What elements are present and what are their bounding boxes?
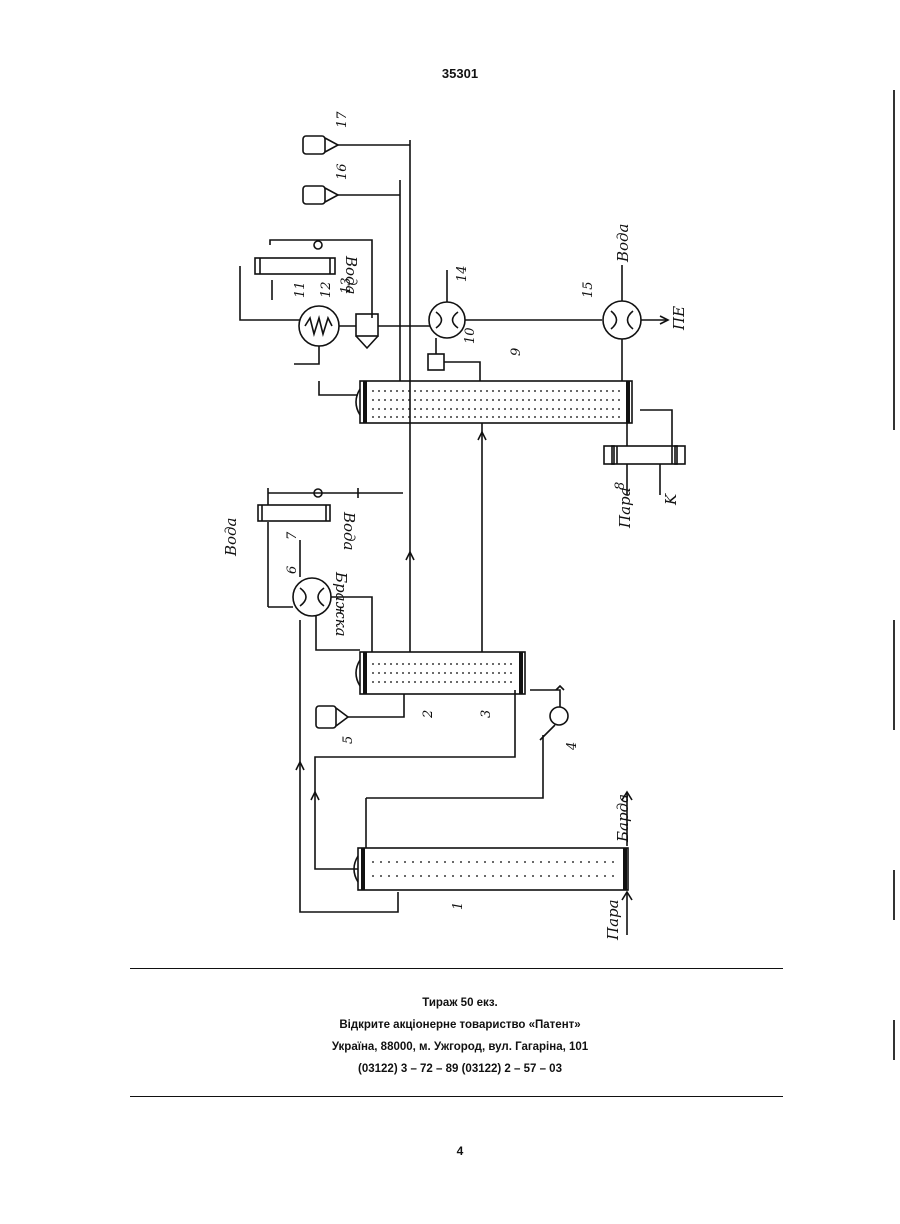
imprint-block: Тираж 50 екз. Відкрите акціонерне товари… (0, 992, 900, 1080)
label-15: 15 (581, 281, 596, 298)
label-k: K (662, 493, 680, 506)
label-steam-bottom: Пара (604, 899, 622, 941)
page-number: 4 (0, 1144, 900, 1158)
separator-13 (356, 314, 430, 348)
label-3: 3 (479, 710, 494, 718)
label-water-right: Вода (614, 223, 632, 263)
label-2: 2 (421, 710, 436, 719)
tank-5 (316, 694, 404, 728)
phones-text: (03122) 3 – 72 – 89 (03122) 2 – 57 – 03 (0, 1058, 900, 1080)
label-10: 10 (463, 327, 478, 344)
margin-mark (893, 90, 895, 430)
stream-labels: Пара Барда Вода Вода Бражка Вода Вода ПЕ… (222, 223, 688, 941)
label-7: 7 (285, 531, 300, 540)
top-divider (130, 968, 783, 969)
label-9: 9 (509, 348, 524, 356)
column-2 (356, 652, 525, 694)
label-water-top: Вода (342, 255, 360, 295)
bottom-divider (130, 1096, 783, 1097)
label-12: 12 (319, 281, 334, 298)
column-1 (354, 848, 628, 890)
label-6: 6 (285, 566, 300, 574)
label-brew: Бражка (332, 571, 350, 637)
label-stillage: Барда (614, 794, 632, 843)
heat-exchanger-15 (603, 265, 668, 381)
tank-17 (303, 136, 410, 154)
label-4: 4 (565, 742, 580, 751)
margin-mark (893, 1020, 895, 1060)
label-steam-right: Пара (616, 487, 634, 529)
label-water-left-out: Вода (340, 511, 358, 551)
label-17: 17 (335, 111, 350, 128)
label-1: 1 (451, 902, 466, 910)
label-11: 11 (293, 281, 308, 298)
label-water-left: Вода (222, 517, 240, 557)
label-product: ПЕ (670, 306, 688, 331)
column-9 (356, 381, 632, 423)
condenser-11 (294, 306, 358, 395)
margin-mark (893, 870, 895, 920)
tank-16 (303, 186, 400, 204)
label-16: 16 (335, 163, 350, 180)
label-14: 14 (455, 265, 470, 282)
component-labels: 1 2 3 4 5 6 7 8 9 10 11 12 13 14 15 16 1… (285, 111, 628, 910)
circulation-text: Тираж 50 екз. (0, 992, 900, 1014)
condenser-7 (258, 488, 403, 521)
margin-mark (893, 620, 895, 730)
company-text: Відкрите акціонерне товариство «Патент» (0, 1014, 900, 1036)
label-5: 5 (341, 736, 356, 744)
address-text: Україна, 88000, м. Ужгород, вул. Гагарін… (0, 1036, 900, 1058)
